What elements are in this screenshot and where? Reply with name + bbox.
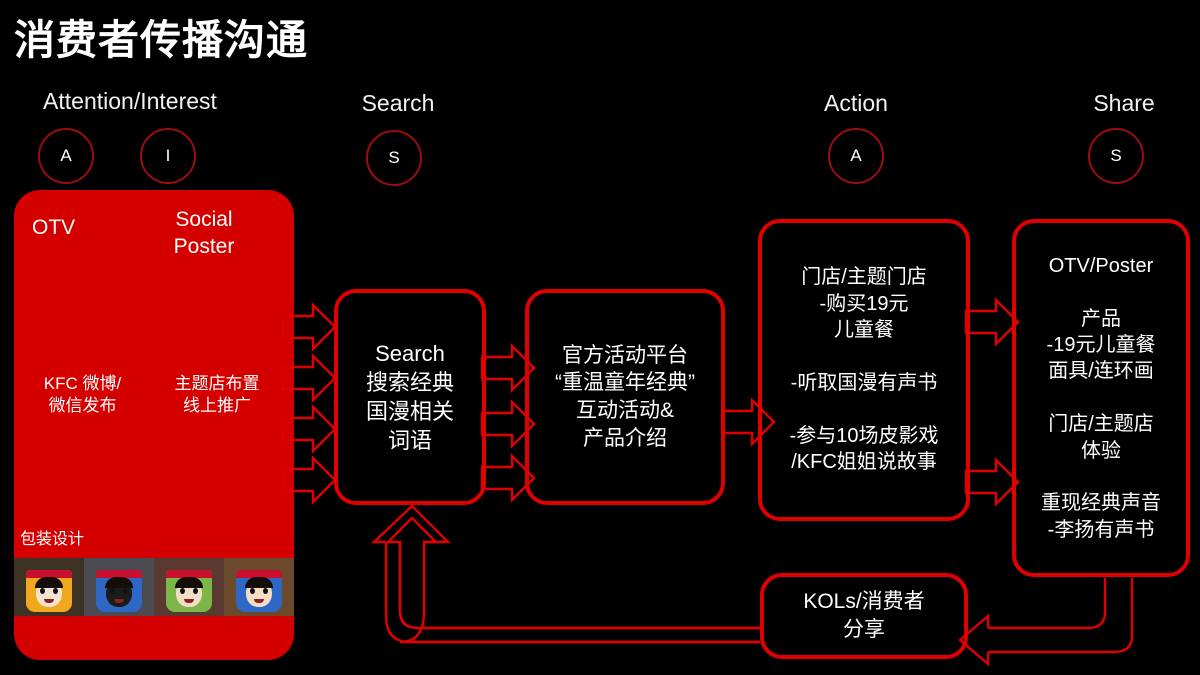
aisas-circle-a1: A bbox=[38, 128, 94, 184]
node-search[interactable]: Search 搜索经典 国漫相关 词语 bbox=[334, 289, 486, 505]
cup-rim bbox=[26, 570, 72, 578]
aisas-circle-s2: S bbox=[1088, 128, 1144, 184]
cup-blackcat bbox=[84, 558, 154, 616]
cup-character-eye bbox=[123, 588, 128, 594]
panel-item-theme-store: 主题店布置 线上推广 bbox=[174, 374, 260, 416]
cup-rim bbox=[166, 570, 212, 578]
node-action-text: 门店/主题门店 -购买19元 儿童餐 -听取国漫有声书 -参与10场皮影戏 /K… bbox=[789, 266, 939, 474]
cup-body bbox=[96, 570, 142, 612]
node-platform[interactable]: 官方活动平台 “重温童年经典” 互动活动& 产品介绍 bbox=[525, 289, 725, 505]
node-kols[interactable]: KOLs/消费者 分享 bbox=[760, 573, 968, 659]
cup-character-mouth bbox=[114, 599, 124, 603]
stage-label-action: Action bbox=[824, 90, 888, 116]
cup-character-hair bbox=[105, 577, 133, 588]
connector-kols-to-search bbox=[370, 504, 760, 644]
page-title: 消费者传播沟通 bbox=[14, 17, 308, 63]
cup-monkey bbox=[14, 558, 84, 616]
stage-label-attention: Attention/Interest bbox=[43, 88, 217, 114]
panel-item-kfc-weibo: KFC 微博/ 微信发布 bbox=[43, 374, 122, 416]
node-share-text: OTV/Poster 产品 -19元儿童餐 面具/连环画 门店/主题店 体验 重… bbox=[1041, 254, 1161, 541]
packaging-cup-images bbox=[14, 558, 294, 616]
stage-label-share: Share bbox=[1093, 90, 1155, 116]
cup-rim bbox=[96, 570, 142, 578]
node-kols-text: KOLs/消费者 分享 bbox=[803, 590, 925, 641]
cup-rim bbox=[236, 570, 282, 578]
cup-character-eye bbox=[263, 588, 268, 594]
node-share[interactable]: OTV/Poster 产品 -19元儿童餐 面具/连环画 门店/主题店 体验 重… bbox=[1012, 219, 1190, 577]
cup-character-eye bbox=[193, 588, 198, 594]
panel-item-packaging: 包装设计 bbox=[20, 531, 85, 548]
connector-share-to-kols bbox=[958, 578, 1134, 667]
cup-character-eye bbox=[250, 588, 255, 594]
node-platform-text: 官方活动平台 “重温童年经典” 互动活动& 产品介绍 bbox=[555, 343, 695, 450]
cup-character-hair bbox=[35, 577, 63, 588]
panel-item-otv: OTV bbox=[32, 216, 76, 239]
aisas-circle-s1: S bbox=[366, 130, 422, 186]
cup-body bbox=[26, 570, 72, 612]
aisas-circle-i: I bbox=[140, 128, 196, 184]
cup-character-eye bbox=[110, 588, 115, 594]
stage-label-search: Search bbox=[361, 90, 435, 116]
cup-character-eye bbox=[53, 588, 58, 594]
cup-character-eye bbox=[180, 588, 185, 594]
panel-item-social-poster: Social Poster bbox=[173, 208, 235, 259]
cup-character-mouth bbox=[184, 599, 194, 603]
attention-interest-panel[interactable]: OTV Social Poster KFC 微博/ 微信发布 主题店布置 线上推… bbox=[14, 190, 294, 660]
node-search-text: Search 搜索经典 国漫相关 词语 bbox=[365, 340, 454, 454]
cup-character-mouth bbox=[44, 599, 54, 603]
cup-character-hair bbox=[245, 577, 273, 588]
cup-body bbox=[236, 570, 282, 612]
cup-character-mouth bbox=[254, 599, 264, 603]
cup-character-hair bbox=[175, 577, 203, 588]
cup-body bbox=[166, 570, 212, 612]
node-action[interactable]: 门店/主题门店 -购买19元 儿童餐 -听取国漫有声书 -参与10场皮影戏 /K… bbox=[758, 219, 970, 521]
cup-nezha bbox=[154, 558, 224, 616]
cup-girl bbox=[224, 558, 294, 616]
aisas-circle-a2: A bbox=[828, 128, 884, 184]
cup-character-eye bbox=[40, 588, 45, 594]
connector-action-to-share bbox=[964, 298, 1020, 506]
